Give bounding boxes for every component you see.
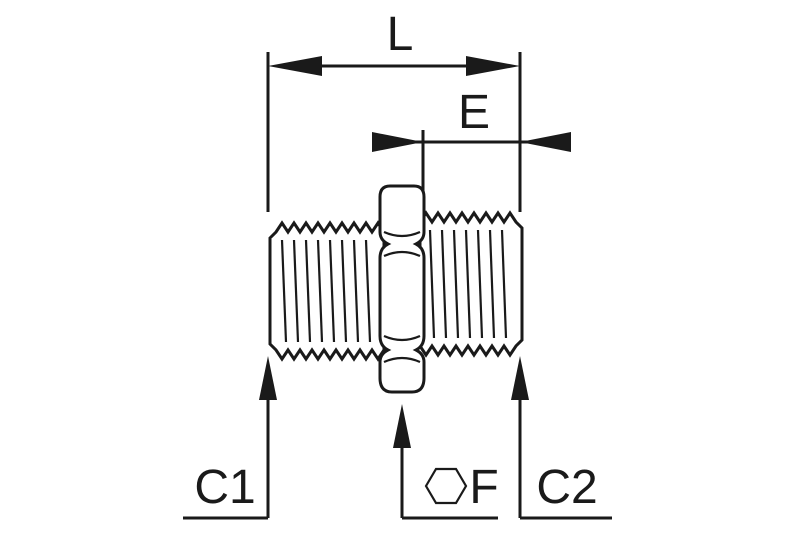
hex-nut bbox=[378, 184, 426, 394]
hexagon-icon bbox=[424, 467, 468, 505]
thread-root-line bbox=[364, 239, 372, 343]
arrow-c2 bbox=[511, 356, 529, 400]
hex-middle-facet-bottom bbox=[383, 334, 421, 342]
dimension-l: L bbox=[266, 8, 522, 212]
thread-root-line bbox=[352, 239, 360, 343]
left-thread-lines bbox=[280, 239, 372, 343]
double-nipple-fitting bbox=[268, 184, 524, 394]
thread-root-line bbox=[280, 239, 288, 343]
thread-root-line bbox=[500, 229, 508, 339]
thread-root-line bbox=[440, 229, 448, 339]
hex-bottom-facet bbox=[383, 356, 421, 364]
thread-root-line bbox=[452, 229, 460, 339]
leader-c1: C1 bbox=[183, 356, 277, 520]
thread-root-line bbox=[476, 229, 484, 339]
arrow-c1 bbox=[259, 356, 277, 400]
thread-root-line bbox=[292, 239, 300, 343]
thread-root-line bbox=[428, 229, 436, 339]
dimension-e: E bbox=[372, 86, 571, 212]
label-l: L bbox=[387, 8, 414, 61]
hex-body bbox=[378, 184, 426, 394]
hex-middle-facet-top bbox=[383, 250, 421, 258]
right-thread-lines bbox=[428, 229, 508, 339]
thread-root-line bbox=[340, 239, 348, 343]
label-c1: C1 bbox=[194, 461, 255, 514]
leader-f: F bbox=[393, 404, 499, 520]
arrow-left-e bbox=[372, 132, 423, 152]
thread-root-line bbox=[304, 239, 312, 343]
arrow-f bbox=[393, 404, 411, 448]
arrow-left-l bbox=[268, 56, 322, 76]
thread-root-line bbox=[328, 239, 336, 343]
thread-root-line bbox=[316, 239, 324, 343]
thread-root-line bbox=[488, 229, 496, 339]
label-e: E bbox=[458, 86, 490, 139]
label-c2: C2 bbox=[536, 461, 597, 514]
leader-c2: C2 bbox=[511, 356, 612, 520]
arrow-right-l bbox=[466, 56, 520, 76]
label-f: F bbox=[469, 461, 498, 514]
thread-root-line bbox=[464, 229, 472, 339]
arrow-right-e bbox=[520, 132, 571, 152]
hex-top-facet bbox=[383, 230, 421, 238]
